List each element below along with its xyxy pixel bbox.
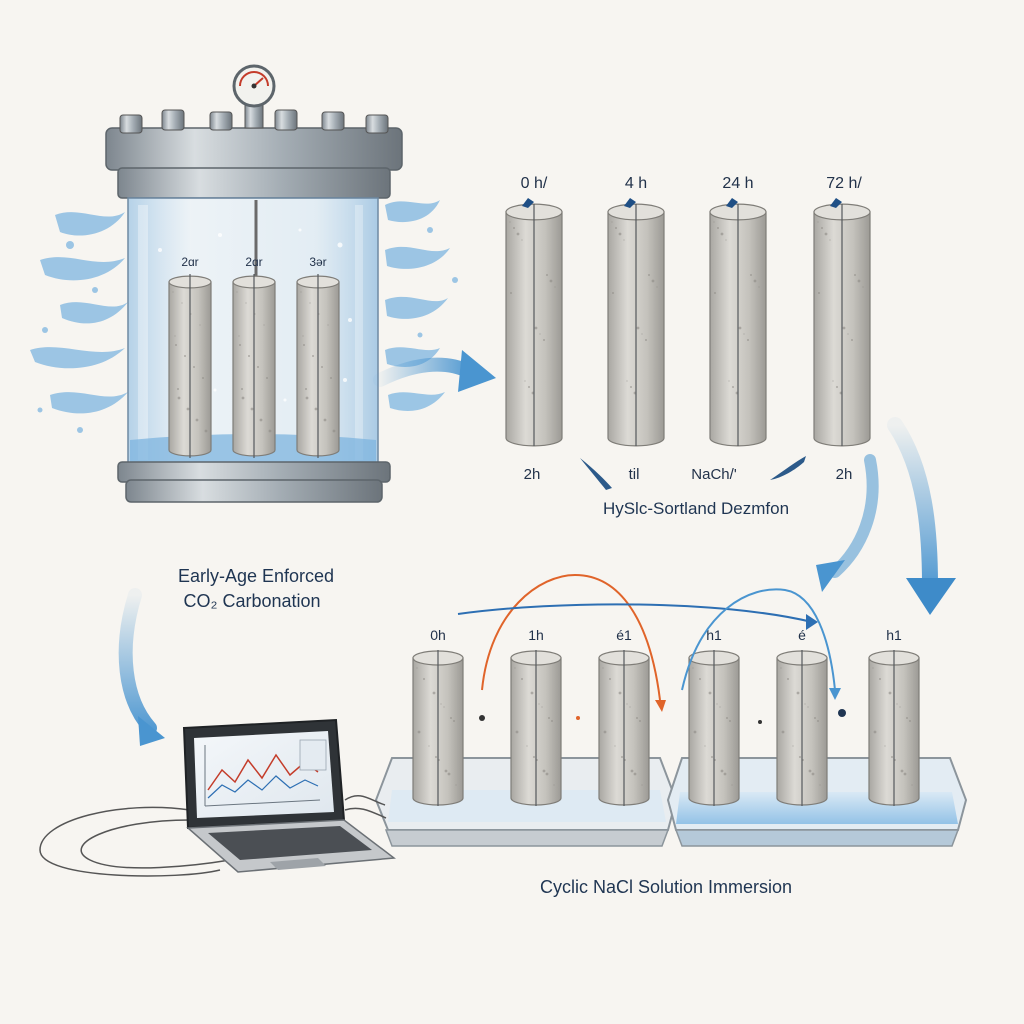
- tray-specimen-2-label: é1: [616, 627, 632, 643]
- chamber-specimen-1-label: 2ɑr: [245, 255, 262, 269]
- arrow-timeline-to-trays-1: [816, 454, 879, 592]
- splash-left: [30, 212, 128, 433]
- time-label-2: 24 h: [722, 175, 753, 192]
- timeline-specimen-0: [505, 203, 563, 447]
- timeline-marker-3: [830, 198, 842, 208]
- chamber-specimens: 2ɑr 2ɑr 3ər: [168, 255, 340, 458]
- under-label-1: til: [629, 466, 640, 483]
- arrow-chamber-to-timeline: [373, 350, 496, 392]
- carbonation-caption-line2: CO₂ Carbonation: [183, 591, 320, 611]
- tray-specimen-3: [688, 650, 740, 806]
- timeline-specimen-2: [709, 203, 767, 447]
- timeline-marker-0: [522, 198, 534, 208]
- time-label-3: 72 h/: [826, 175, 862, 192]
- timeline-specimen-3: [813, 203, 871, 447]
- transfer-arcs: [457, 573, 846, 724]
- tray-specimen-5-label: h1: [886, 627, 902, 643]
- under-labels: 2h til NaCh/' 2h: [524, 466, 853, 483]
- middle-caption: HySlc-Sortland Dezmfon: [603, 499, 789, 518]
- under-label-2: NaCh/': [691, 466, 737, 483]
- arrow-caption-to-laptop: [118, 588, 165, 746]
- time-label-1: 4 h: [625, 175, 647, 192]
- pressure-gauge-icon: [232, 64, 276, 108]
- timeline-specimens: [505, 198, 871, 447]
- time-label-0: 0 h/: [521, 175, 548, 192]
- tray-specimen-0: [412, 650, 464, 806]
- under-label-0: 2h: [524, 466, 541, 483]
- tray-specimens: 0h 1h é1 h1 é h1: [412, 627, 920, 806]
- tray-specimen-2: [598, 650, 650, 806]
- tray-specimen-4-label: é: [798, 627, 806, 643]
- timeline-marker-2: [726, 198, 738, 208]
- timeline-marker-1: [624, 198, 636, 208]
- chamber-specimen-0-label: 2ɑr: [181, 255, 198, 269]
- chamber-specimen-2: [296, 274, 340, 458]
- immersion-caption: Cyclic NaCl Solution Immersion: [540, 877, 792, 897]
- tray-specimen-5: [868, 650, 920, 806]
- chamber-specimen-1: [232, 274, 276, 458]
- tray-specimen-3-label: h1: [706, 627, 722, 643]
- timeline-swooshes: [580, 456, 806, 490]
- timeline-specimen-1: [607, 203, 665, 447]
- time-labels-top: 0 h/ 4 h 24 h 72 h/: [521, 175, 863, 192]
- tray-specimen-0-label: 0h: [430, 627, 446, 643]
- chamber-specimen-0: [168, 274, 212, 458]
- screen-chart: [204, 739, 327, 807]
- arrow-timeline-to-trays-2: [887, 417, 956, 615]
- laptop-icon: [39, 718, 396, 877]
- splash-right: [385, 200, 458, 411]
- carbonation-caption: Early-Age Enforced CO₂ Carbonation: [178, 566, 334, 611]
- under-label-3: 2h: [836, 466, 853, 483]
- tray-specimen-1-label: 1h: [528, 627, 544, 643]
- tray-specimen-4: [776, 650, 828, 806]
- chamber-specimen-2-label: 3ər: [309, 255, 326, 269]
- carbonation-caption-line1: Early-Age Enforced: [178, 566, 334, 586]
- tray-specimen-1: [510, 650, 562, 806]
